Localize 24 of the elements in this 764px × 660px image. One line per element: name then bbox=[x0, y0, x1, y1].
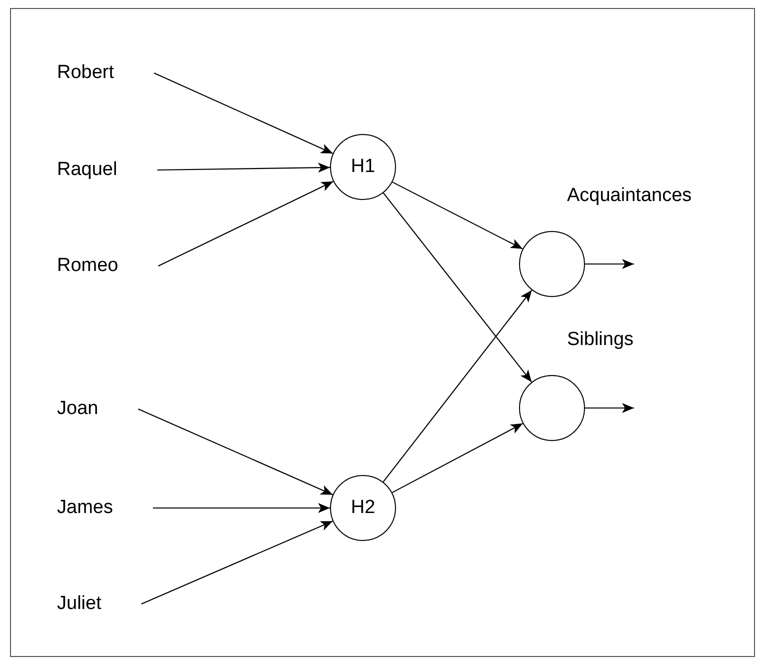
input-label: Romeo bbox=[57, 255, 118, 277]
input-label: Raquel bbox=[57, 159, 118, 181]
input-label: Robert bbox=[57, 62, 114, 84]
node-label: H1 bbox=[350, 156, 376, 178]
output-label: Acquaintances bbox=[567, 185, 692, 207]
input-label: Joan bbox=[57, 398, 98, 420]
arrow bbox=[154, 72, 334, 154]
arrow bbox=[382, 290, 532, 482]
output-label: Siblings bbox=[567, 329, 634, 351]
arrow bbox=[392, 422, 524, 494]
arrow bbox=[141, 520, 333, 604]
arrow bbox=[585, 259, 634, 269]
neuron-circle bbox=[330, 134, 396, 200]
arrow bbox=[138, 408, 334, 496]
arrow bbox=[392, 182, 523, 250]
input-label: James bbox=[57, 497, 113, 519]
node-label: H2 bbox=[350, 497, 376, 519]
arrow bbox=[158, 180, 334, 266]
input-label: Juliet bbox=[57, 593, 102, 615]
neuron-circle bbox=[330, 475, 396, 541]
arrow bbox=[382, 192, 532, 382]
arrow bbox=[585, 403, 634, 413]
arrow bbox=[152, 503, 330, 513]
arrow bbox=[157, 162, 330, 173]
